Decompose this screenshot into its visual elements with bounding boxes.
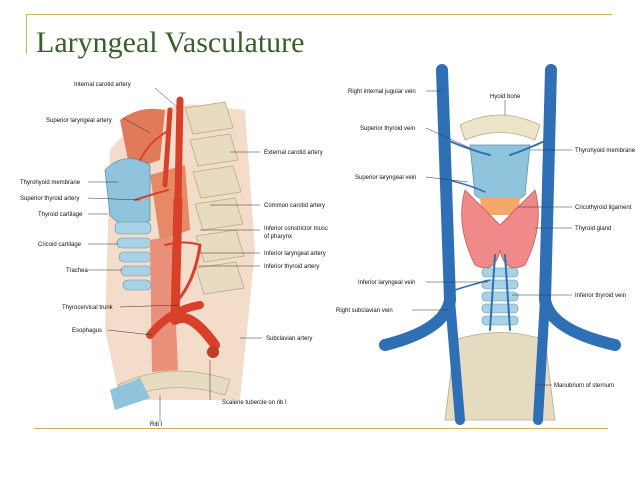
label-common-carotid: Common carotid artery <box>264 203 325 209</box>
label-thyrohyoid-membrane-right: Thyrohyoid membrane <box>575 148 636 154</box>
slide-title: Laryngeal Vasculature <box>36 26 305 59</box>
label-cricothyroid-ligament: Cricothyroid ligament <box>575 205 632 211</box>
label-manubrium: Manubrium of sternum <box>554 383 614 389</box>
arteries <box>134 96 220 350</box>
label-right-internal-jugular: Right internal jugular vein <box>348 89 416 95</box>
label-superior-thyroid-vein: Superior thyroid vein <box>360 126 415 132</box>
bottom-rule <box>34 428 608 429</box>
label-inferior-thyroid-vein: Inferior thyroid vein <box>575 293 626 299</box>
left-rule <box>26 14 27 54</box>
label-inferior-constrictor-2: of pharynx <box>264 234 292 240</box>
label-superior-laryngeal-vein: Superior laryngeal vein <box>355 175 416 181</box>
label-cricoid-cartilage: Cricoid cartilage <box>38 242 82 248</box>
top-rule <box>26 14 612 15</box>
label-scalene-tubercle: Scalene tubercle on rib I <box>222 400 287 406</box>
label-inferior-constrictor: Inferior constrictor musc <box>264 226 328 232</box>
label-inferior-thyroid-artery: Inferior thyroid artery <box>264 264 319 270</box>
label-thyroid-gland: Thyroid gland <box>575 226 611 232</box>
vertebrae <box>184 101 245 295</box>
label-rib: Rib I <box>150 422 163 428</box>
label-hyoid-bone: Hyoid bone <box>490 94 521 100</box>
label-subclavian-artery: Subclavian artery <box>266 336 312 342</box>
label-thyrocervical-trunk: Thyrocervical trunk <box>62 305 114 311</box>
label-trachea: Trachea <box>66 268 88 274</box>
right-trachea <box>481 267 519 326</box>
label-superior-thyroid-artery: Superior thyroid artery <box>20 196 79 202</box>
label-inferior-laryngeal-vein: Inferior laryngeal vein <box>358 280 415 286</box>
veins <box>379 64 621 425</box>
right-leaders <box>412 90 572 386</box>
label-external-carotid: External carotid artery <box>264 150 323 156</box>
label-superior-laryngeal-artery: Superior laryngeal artery <box>46 118 112 124</box>
label-internal-carotid: Internal carotid artery <box>74 82 131 88</box>
right-figure: Right internal jugular vein Hyoid bone S… <box>336 64 636 425</box>
label-inferior-laryngeal-artery: Inferior laryngeal artery <box>264 251 326 257</box>
label-right-subclavian-vein: Right subclavian vein <box>336 308 393 314</box>
left-leaders <box>87 87 262 422</box>
label-esophagus: Esophagus <box>72 328 102 334</box>
left-figure: Internal carotid artery Superior larynge… <box>20 82 328 428</box>
label-thyrohyoid-membrane-left: Thyrohyoid membrane <box>20 180 81 186</box>
label-thyroid-cartilage: Thyroid cartilage <box>38 212 83 218</box>
trachea <box>114 221 152 291</box>
